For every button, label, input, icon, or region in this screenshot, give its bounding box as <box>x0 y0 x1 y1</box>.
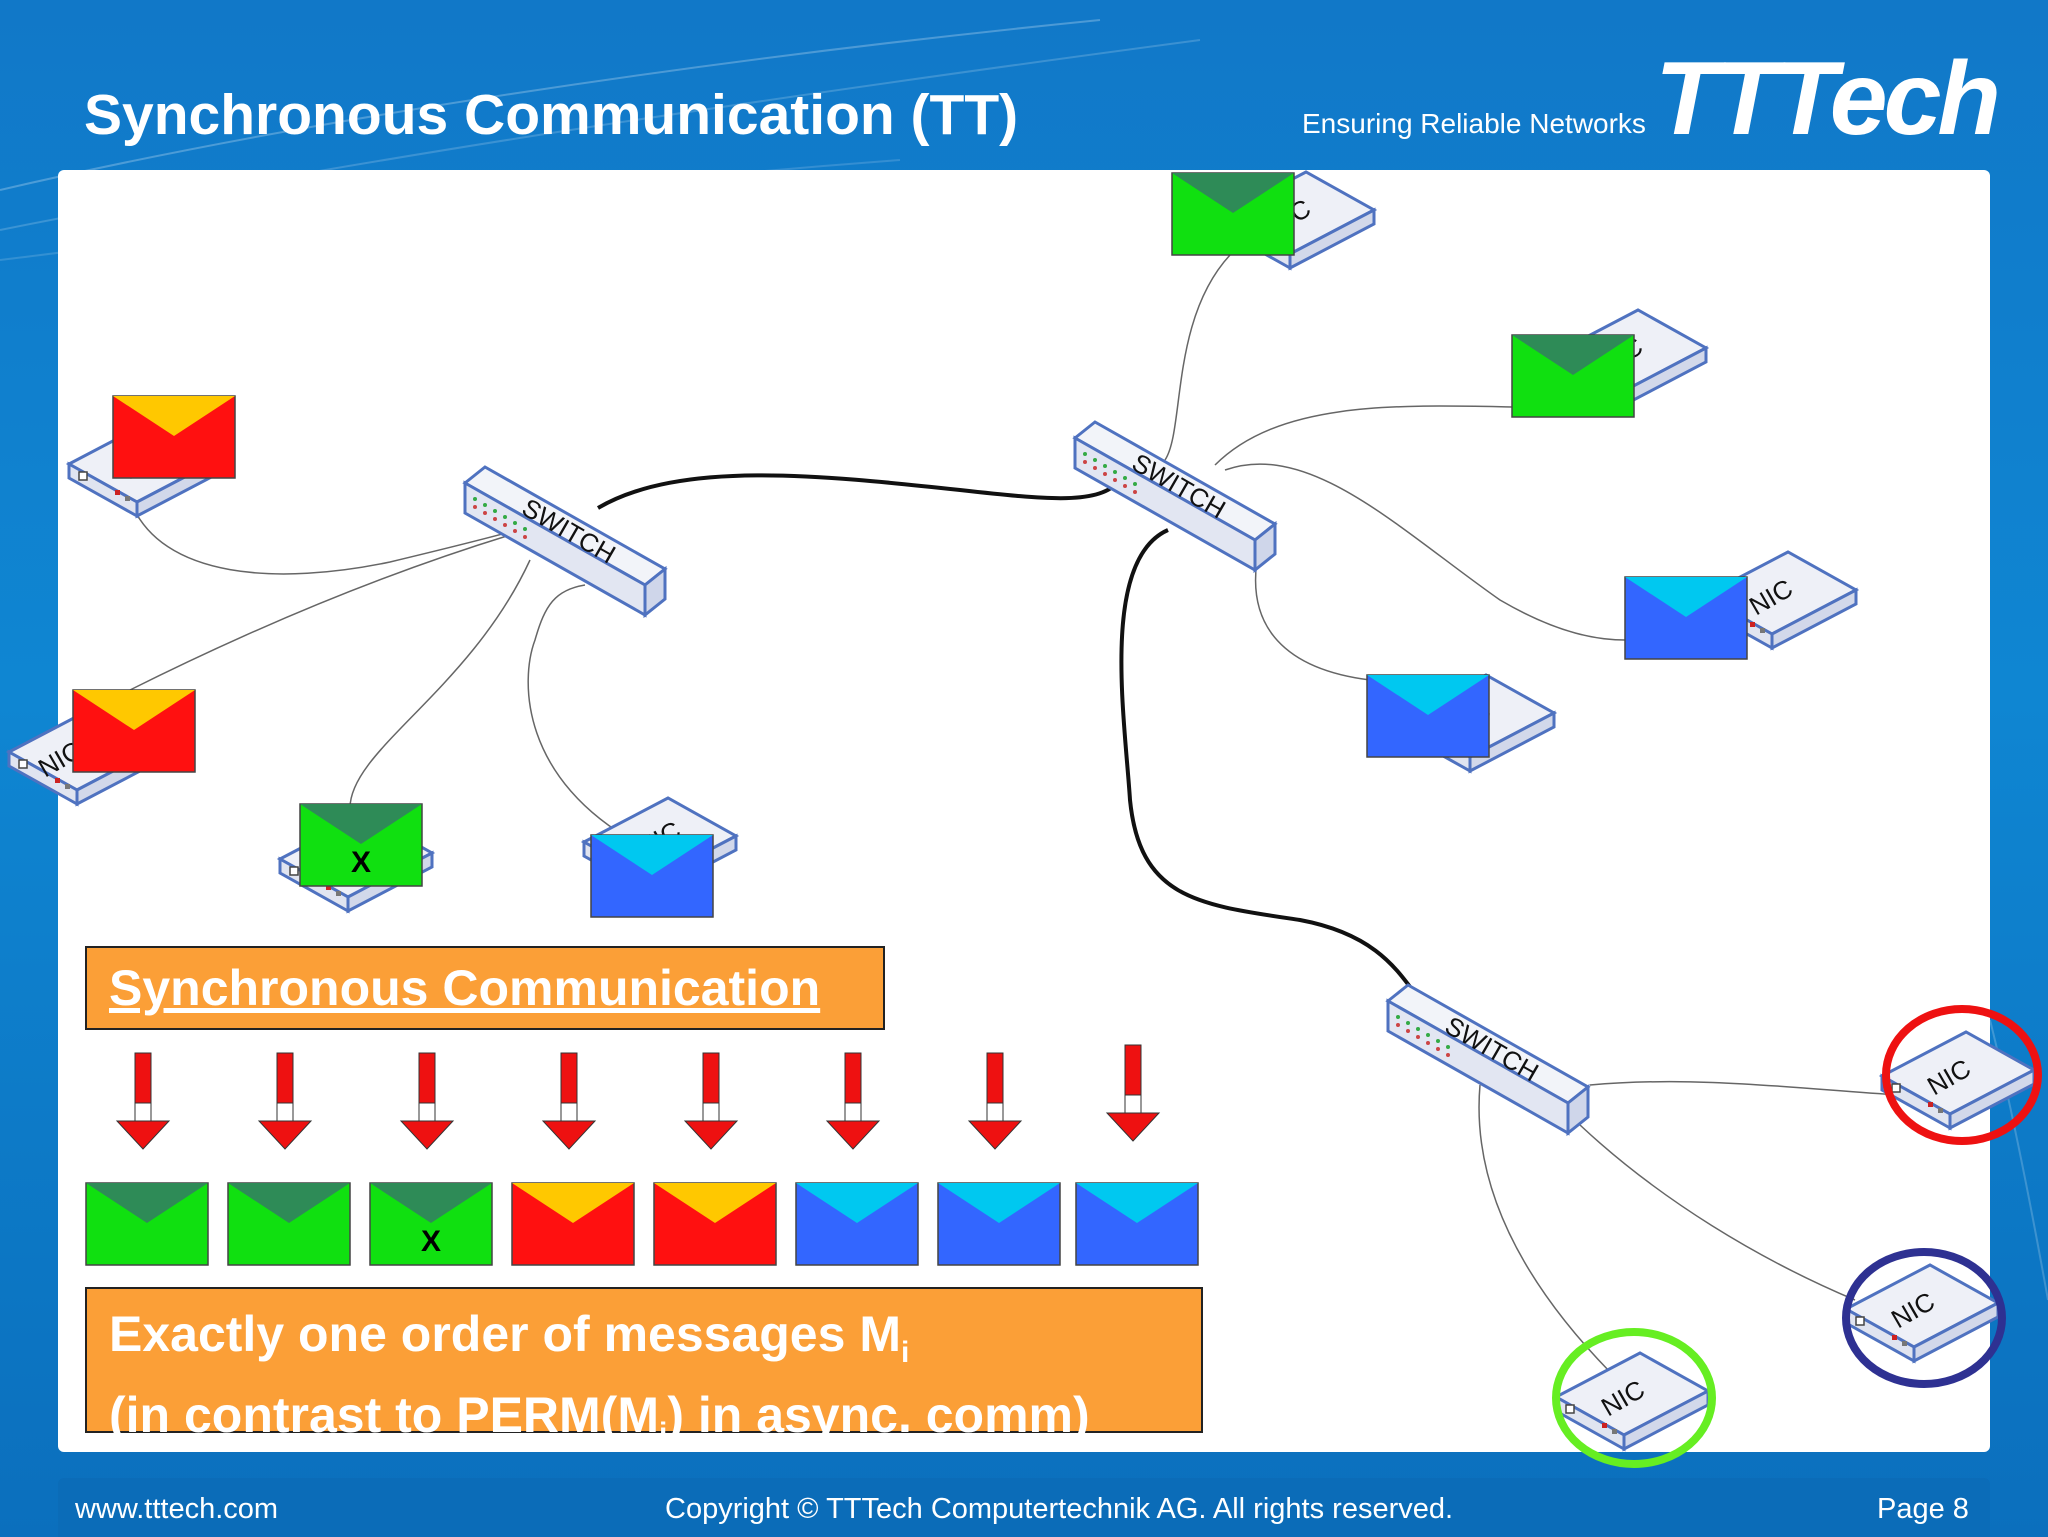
nic-right[interactable]: NIC <box>1702 550 1858 650</box>
footer-bar <box>58 1478 1990 1537</box>
sequence-envelope-green-icon: X <box>369 1182 493 1266</box>
lost-marker: X <box>351 846 371 879</box>
down-arrow-icon <box>399 1052 455 1150</box>
order-line-2-text: (in contrast to PERM(M <box>109 1387 659 1443</box>
sequence-envelope-blue-icon <box>1075 1182 1199 1266</box>
envelope-blue-icon <box>1366 674 1490 758</box>
timeline-arrows <box>115 1044 1161 1150</box>
sync-banner: Synchronous Communication <box>85 946 885 1030</box>
envelope-green-icon <box>1171 172 1295 256</box>
order-line-2: (in contrast to PERM(Mi) in async. comm) <box>109 1384 1179 1465</box>
envelope-blue-icon <box>590 834 714 918</box>
nic-red-ring[interactable]: NIC <box>1880 1030 2036 1130</box>
switch-top[interactable]: SWITCH <box>1073 420 1277 572</box>
switch-left[interactable]: SWITCH <box>463 465 667 617</box>
order-line-1-text: Exactly one order of messages M <box>109 1306 901 1362</box>
sequence-envelope-green-icon <box>85 1182 209 1266</box>
network-envelopes: X <box>72 172 1748 918</box>
switch-bottom[interactable]: SWITCH <box>1386 983 1590 1135</box>
nic-green-ring[interactable]: NIC <box>1554 1351 1710 1451</box>
ring-red <box>1882 1005 2042 1145</box>
down-arrow-icon <box>541 1052 597 1150</box>
sequence-envelope-red-icon <box>653 1182 777 1266</box>
message-sequence: X <box>85 1182 1199 1266</box>
order-line-2-sub: i <box>658 1417 668 1450</box>
down-arrow-icon <box>683 1052 739 1150</box>
envelope-red-icon <box>72 689 196 773</box>
sync-banner-label: Synchronous Communication <box>109 960 821 1016</box>
envelope-green-icon: X <box>299 803 423 887</box>
order-line-1-sub: i <box>900 1336 910 1369</box>
backbone-cables <box>596 473 1422 1002</box>
nic-navy-ring[interactable]: NIC <box>1844 1263 2000 1363</box>
order-line-1: Exactly one order of messages Mi <box>109 1303 1179 1384</box>
sequence-envelope-red-icon <box>511 1182 635 1266</box>
envelope-red-icon <box>112 395 236 479</box>
down-arrow-icon <box>967 1052 1023 1150</box>
tagline: Ensuring Reliable Networks <box>1302 108 1646 139</box>
sequence-envelope-blue-icon <box>937 1182 1061 1266</box>
access-cables <box>129 254 1901 1373</box>
order-line-2-suffix: ) in async. comm) <box>667 1387 1090 1443</box>
down-arrow-icon <box>1105 1044 1161 1142</box>
down-arrow-icon <box>257 1052 313 1150</box>
sequence-envelope-green-icon <box>227 1182 351 1266</box>
footer-url[interactable]: www.tttech.com <box>75 1493 279 1525</box>
ring-navy <box>1842 1248 2006 1388</box>
down-arrow-icon <box>115 1052 171 1150</box>
order-box: Exactly one order of messages Mi (in con… <box>85 1287 1203 1450</box>
lost-marker: X <box>421 1225 441 1258</box>
envelope-blue-icon <box>1624 576 1748 660</box>
sequence-envelope-blue-icon <box>795 1182 919 1266</box>
footer-page-number: Page 8 <box>1877 1493 1969 1525</box>
footer-copyright: Copyright © TTTech Computertechnik AG. A… <box>665 1493 1454 1525</box>
envelope-green-icon <box>1511 334 1635 418</box>
down-arrow-icon <box>825 1052 881 1150</box>
slide-title: Synchronous Communication (TT) <box>84 83 1019 147</box>
tttech-logo: TTTech <box>1655 41 2001 157</box>
ring-green <box>1552 1328 1716 1468</box>
